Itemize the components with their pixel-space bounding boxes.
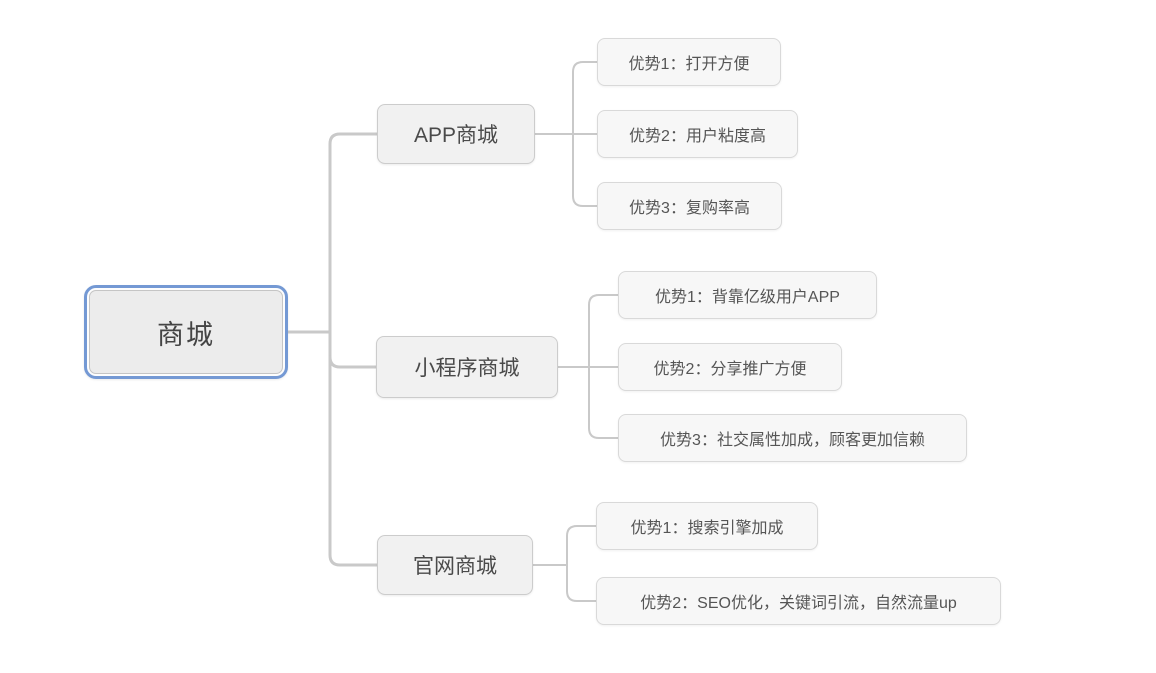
branch-label: APP商城 [413, 124, 499, 147]
node-branch-miniprogram-mall[interactable]: 小程序商城 [376, 336, 558, 398]
node-root-label: 商城 [157, 319, 215, 350]
node-leaf-website-advantage-2[interactable]: 优势2：SEO优化，关键词引流，自然流量up [596, 577, 1001, 625]
node-root[interactable]: 商城 [89, 290, 283, 374]
node-branch-app-mall[interactable]: APP商城 [377, 104, 535, 164]
connector-main-trunk [328, 132, 379, 567]
leaf-label: 优势2：用户粘度高 [629, 128, 766, 145]
node-leaf-app-advantage-1[interactable]: 优势1：打开方便 [597, 38, 781, 86]
leaf-label: 优势1：搜索引擎加成 [630, 520, 784, 537]
leaf-label: 优势1：背靠亿级用户APP [655, 289, 840, 306]
connector-website-bracket [566, 525, 597, 602]
node-branch-website-mall[interactable]: 官网商城 [377, 535, 533, 595]
connector-app-bracket [572, 61, 598, 207]
leaf-label: 优势3：社交属性加成，顾客更加信赖 [660, 432, 925, 449]
node-root-selected[interactable]: 商城 [84, 285, 288, 379]
connector-miniprogram-bracket [588, 294, 619, 439]
branch-label: 官网商城 [413, 555, 497, 578]
node-leaf-app-advantage-2[interactable]: 优势2：用户粘度高 [597, 110, 798, 158]
leaf-label: 优势3：复购率高 [629, 200, 750, 217]
node-leaf-miniprogram-advantage-1[interactable]: 优势1：背靠亿级用户APP [618, 271, 877, 319]
node-leaf-app-advantage-3[interactable]: 优势3：复购率高 [597, 182, 782, 230]
branch-label: 小程序商城 [414, 357, 520, 380]
node-leaf-website-advantage-1[interactable]: 优势1：搜索引擎加成 [596, 502, 818, 550]
node-leaf-miniprogram-advantage-2[interactable]: 优势2：分享推广方便 [618, 343, 842, 391]
leaf-label: 优势2：SEO优化，关键词引流，自然流量up [640, 595, 957, 612]
leaf-label: 优势2：分享推广方便 [653, 361, 807, 378]
leaf-label: 优势1：打开方便 [628, 56, 750, 73]
connector-spur-miniprogram [328, 355, 378, 369]
node-leaf-miniprogram-advantage-3[interactable]: 优势3：社交属性加成，顾客更加信赖 [618, 414, 967, 462]
